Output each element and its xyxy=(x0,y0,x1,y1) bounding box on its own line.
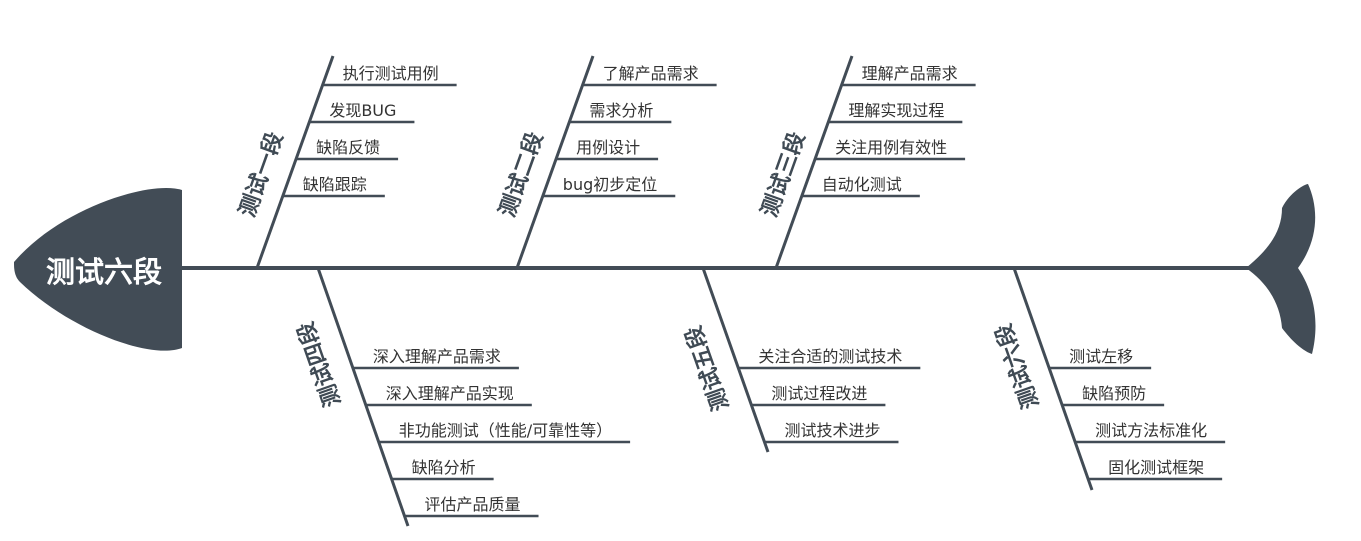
bottom-bone-2 xyxy=(701,267,770,453)
bottom-bone-1 xyxy=(316,267,410,527)
top-bone-label-3: 测试三段 xyxy=(756,129,810,221)
top-bone-2 xyxy=(515,55,595,269)
top-bone-2-item-3: 用例设计 xyxy=(576,138,640,157)
bones-layer: 测试一段执行测试用例发现BUG缺陷反馈缺陷跟踪测试二段了解产品需求需求分析用例设… xyxy=(234,55,1226,527)
bottom-bone-3-item-2: 缺陷预防 xyxy=(1082,384,1146,403)
top-bone-2-item-2: 需求分析 xyxy=(589,101,653,120)
bottom-bone-1-item-4: 缺陷分析 xyxy=(412,458,476,477)
bottom-bone-3 xyxy=(1012,267,1094,491)
bottom-bone-label-1: 测试四段 xyxy=(293,318,347,410)
head-label: 测试六段 xyxy=(46,255,162,289)
bottom-bone-1-item-3: 非功能测试（性能/可靠性等） xyxy=(399,421,612,440)
bottom-bone-3-item-4: 固化测试框架 xyxy=(1108,458,1204,477)
top-bone-3-item-2: 理解实现过程 xyxy=(848,101,944,120)
top-bone-1-item-1: 执行测试用例 xyxy=(343,64,439,83)
bottom-bone-2-item-3: 测试技术进步 xyxy=(784,421,880,440)
top-bone-1-item-3: 缺陷反馈 xyxy=(316,138,380,157)
fish-tail xyxy=(1246,184,1316,354)
bottom-bone-3-item-1: 测试左移 xyxy=(1069,347,1133,366)
top-bone-2-item-1: 了解产品需求 xyxy=(603,64,699,83)
fish-head xyxy=(14,187,182,351)
bottom-bone-1-item-2: 深入理解产品实现 xyxy=(386,384,514,403)
top-bone-3-item-3: 关注用例有效性 xyxy=(835,138,947,157)
bottom-bone-3-item-3: 测试方法标准化 xyxy=(1095,421,1207,440)
top-bone-2-item-4: bug初步定位 xyxy=(563,175,657,194)
bottom-bone-2-item-2: 测试过程改进 xyxy=(771,384,867,403)
top-bone-3-item-4: 自动化测试 xyxy=(822,175,902,194)
bottom-bone-2-item-1: 关注合适的测试技术 xyxy=(758,347,902,366)
top-bone-3 xyxy=(774,55,854,269)
bottom-bone-1-item-5: 评估产品质量 xyxy=(425,495,521,514)
top-bone-3-item-1: 理解产品需求 xyxy=(862,64,958,83)
top-bone-1 xyxy=(255,55,335,269)
bottom-bone-1-item-1: 深入理解产品需求 xyxy=(373,347,501,366)
top-bone-1-item-4: 缺陷跟踪 xyxy=(303,175,367,194)
top-bone-1-item-2: 发现BUG xyxy=(329,101,396,120)
